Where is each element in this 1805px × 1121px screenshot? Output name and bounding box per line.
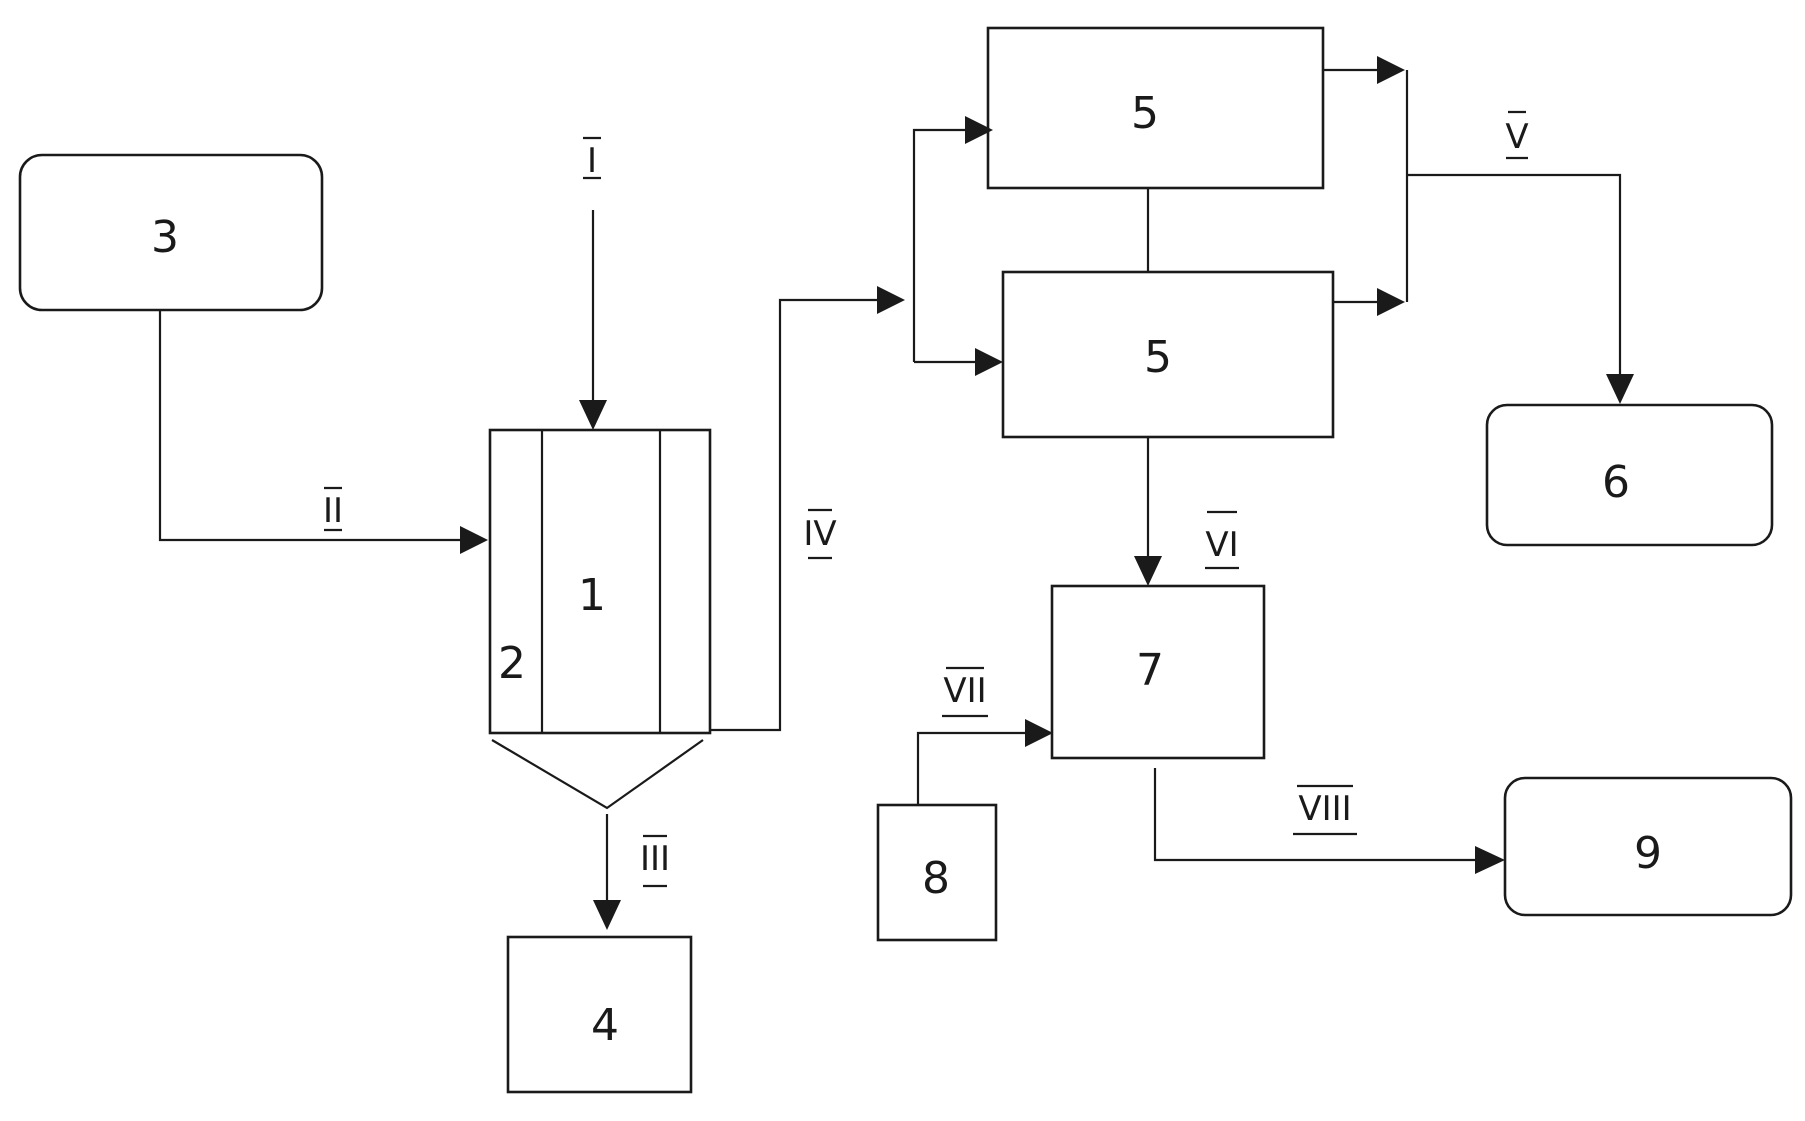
svg-text:VI: VI: [1205, 525, 1238, 565]
block-1-label: 1: [578, 570, 606, 621]
flow-VII-label: VII: [942, 668, 988, 716]
block-5-bottom-label: 5: [1144, 332, 1172, 383]
block-4-label: 4: [591, 1000, 619, 1051]
hopper: [492, 740, 703, 808]
flow-IV-line: [710, 286, 905, 730]
svg-text:I: I: [587, 141, 597, 181]
block-5-top: 5: [988, 28, 1323, 188]
block-8: 8: [878, 805, 996, 940]
flow-IV-label: IV: [803, 510, 836, 558]
block-1: 1 2: [490, 430, 710, 733]
splitter-line: [914, 116, 1003, 376]
flow-VIII-label: VIII: [1293, 786, 1357, 834]
block-9: 9: [1505, 778, 1791, 915]
block-6-label: 6: [1602, 457, 1630, 508]
svg-text:II: II: [323, 491, 343, 531]
flow-V-line: [1323, 56, 1634, 404]
block-6: 6: [1487, 405, 1772, 545]
flow-VI-line: [1134, 437, 1162, 586]
svg-text:III: III: [640, 839, 670, 879]
block-5-top-label: 5: [1131, 88, 1159, 139]
flow-VII-line: [918, 719, 1053, 805]
block-4: 4: [508, 937, 691, 1092]
block-7-label: 7: [1136, 645, 1164, 696]
block-5-bottom: 5: [1003, 272, 1333, 437]
svg-text:VIII: VIII: [1298, 789, 1351, 829]
flow-I-label: I: [583, 138, 601, 181]
flow-III-line: [593, 814, 621, 930]
block-7: 7: [1052, 586, 1264, 758]
block-3: 3: [20, 155, 322, 310]
svg-text:IV: IV: [803, 514, 836, 554]
svg-text:V: V: [1505, 117, 1528, 157]
flow-III-label: III: [640, 836, 670, 886]
block-9-label: 9: [1634, 828, 1662, 879]
flow-V-label: V: [1505, 112, 1528, 158]
block-2-label: 2: [498, 638, 526, 689]
block-3-label: 3: [151, 212, 179, 263]
flow-I-line: [579, 210, 607, 430]
flow-VI-label: VI: [1205, 512, 1239, 568]
block-8-label: 8: [922, 853, 950, 904]
flow-II-label: II: [323, 488, 343, 531]
svg-text:VII: VII: [943, 671, 986, 711]
